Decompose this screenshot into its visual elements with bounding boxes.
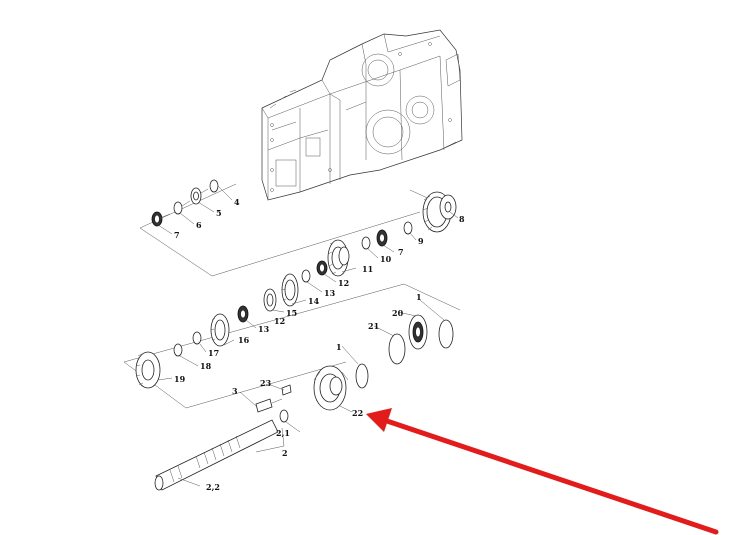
callout-1-right: 1 [416, 292, 422, 302]
callout-15: 15 [286, 308, 297, 318]
callouts: 4 5 6 7 8 9 7 10 11 12 13 14 15 12 13 16… [174, 197, 465, 492]
leader-lines [157, 185, 459, 487]
ring-17 [192, 331, 202, 345]
bolt-3 [255, 398, 273, 413]
callout-5: 5 [216, 208, 222, 218]
circlip-1-right [438, 319, 454, 349]
callout-20: 20 [392, 308, 404, 318]
shaft-assembly [154, 384, 292, 491]
ring-15 [301, 269, 311, 283]
washer-18 [173, 343, 183, 357]
callout-16: 16 [238, 335, 250, 345]
callout-2-2: 2,2 [206, 482, 220, 492]
callout-12-top: 12 [338, 278, 349, 288]
callout-4: 4 [234, 197, 240, 207]
ring-4 [209, 179, 219, 193]
callout-2: 2 [282, 448, 288, 458]
red-arrow [366, 408, 719, 535]
circlip-1-left [355, 363, 369, 389]
callout-19: 19 [174, 374, 186, 384]
third-row-parts [135, 273, 299, 389]
callout-10: 10 [380, 254, 392, 264]
callout-13-top: 13 [324, 288, 336, 298]
callout-7-mid: 7 [398, 247, 404, 257]
callout-21: 21 [368, 321, 379, 331]
callout-1-left: 1 [336, 342, 342, 352]
washer-9 [403, 221, 413, 235]
top-row-parts [151, 179, 219, 227]
bolt-23 [281, 384, 292, 396]
callout-17: 17 [208, 348, 219, 358]
callout-13-low: 13 [258, 324, 270, 334]
shaft-2 [155, 419, 279, 491]
ring-10 [361, 236, 371, 250]
callout-3: 3 [232, 386, 238, 396]
callout-12-low: 12 [274, 316, 285, 326]
washer-6 [173, 201, 183, 215]
callout-8: 8 [459, 214, 465, 224]
second-row-parts [301, 191, 457, 283]
ring-21 [388, 333, 406, 365]
gearbox-housing [261, 29, 463, 201]
callout-14: 14 [308, 296, 320, 306]
key-2-1 [279, 409, 289, 423]
callout-11: 11 [362, 264, 373, 274]
right-side-parts [313, 314, 454, 411]
callout-7-top: 7 [174, 230, 180, 240]
callout-22: 22 [352, 408, 363, 418]
callout-6: 6 [196, 220, 202, 230]
callout-9: 9 [418, 236, 424, 246]
callout-18: 18 [200, 361, 212, 371]
callout-23: 23 [260, 378, 272, 388]
callout-2-1: 2,1 [276, 428, 290, 438]
